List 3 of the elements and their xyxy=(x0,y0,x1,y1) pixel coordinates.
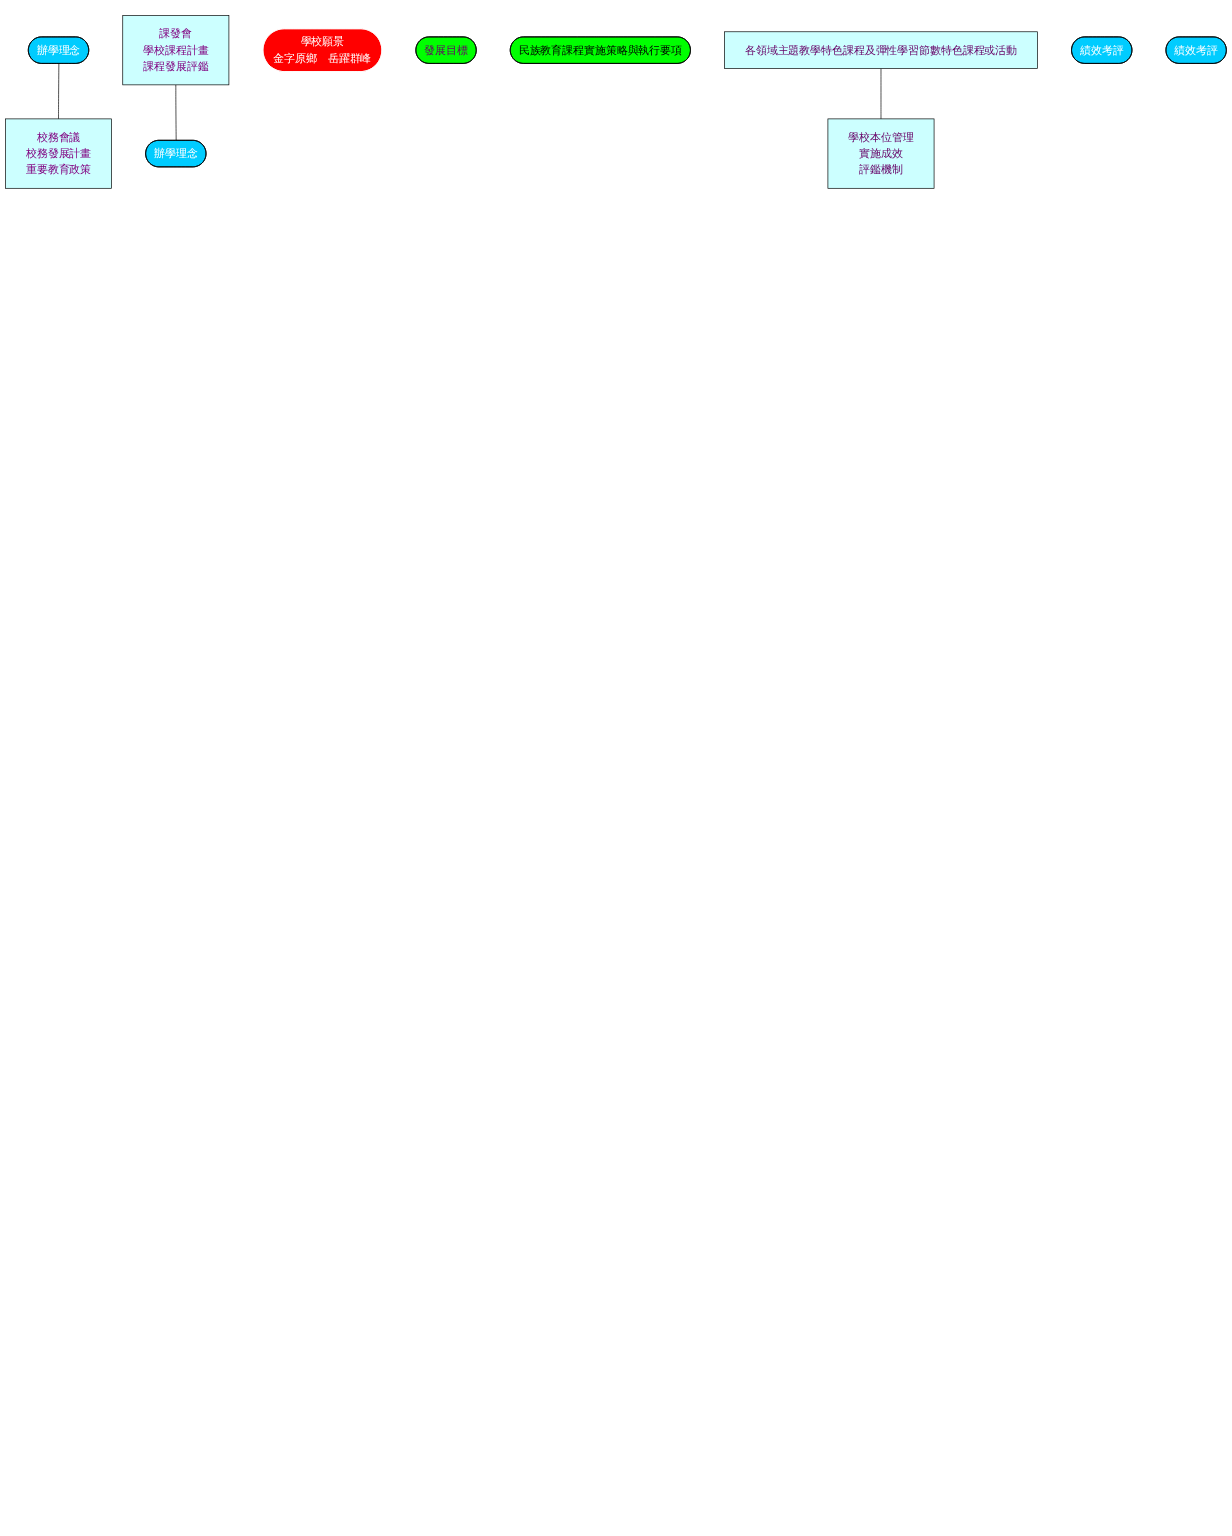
connector xyxy=(175,84,177,141)
connector xyxy=(58,63,60,120)
connector xyxy=(880,68,882,120)
